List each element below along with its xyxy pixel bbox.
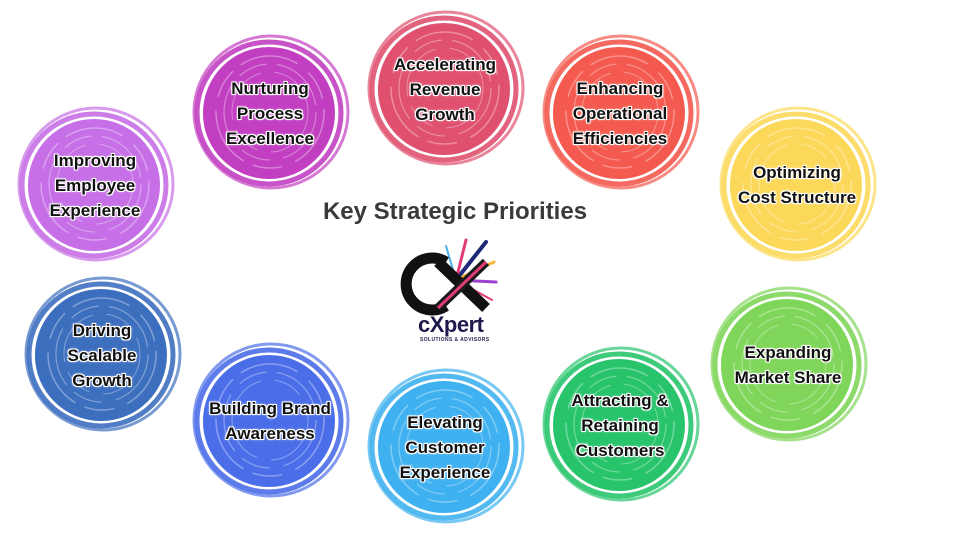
brush-circle <box>24 276 182 432</box>
logo-name: cXpert <box>418 312 484 337</box>
priority-label: Building Brand Awareness <box>209 399 331 443</box>
priority-label: Driving Scalable Growth <box>67 320 137 390</box>
brush-circle <box>542 34 700 190</box>
priority-label: Optimizing Cost Structure <box>737 163 857 207</box>
brush-circle <box>192 342 350 498</box>
priority-enhancing-operational-efficiencies: Enhancing Operational Efficiencies <box>542 34 700 190</box>
brush-circle <box>367 10 525 166</box>
page-title: Key Strategic Priorities <box>322 198 588 225</box>
priority-optimizing-cost-structure: Optimizing Cost Structure <box>719 106 877 262</box>
priority-driving-scalable-growth: Driving Scalable Growth <box>24 276 182 432</box>
cxpert-logo <box>400 238 498 316</box>
priority-label: Improving Employee Experience <box>49 150 141 220</box>
priority-label: Accelerating Revenue Growth <box>393 54 497 124</box>
priority-elevating-customer-experience: Elevating Customer Experience <box>367 368 525 524</box>
priority-label: Elevating Customer Experience <box>399 412 491 482</box>
priority-attracting-retaining-customers: Attracting & Retaining Customers <box>542 346 700 502</box>
priority-accelerating-revenue-growth: Accelerating Revenue Growth <box>367 10 525 166</box>
priority-label: Expanding Market Share <box>734 343 842 387</box>
brush-circle <box>192 34 350 190</box>
brush-circle <box>542 346 700 502</box>
brush-circle <box>719 106 877 262</box>
priority-nurturing-process-excellence: Nurturing Process Excellence <box>192 34 350 190</box>
brush-circle <box>710 286 868 442</box>
logo-tagline: SOLUTIONS & ADVISORS <box>420 337 490 343</box>
brush-circle <box>367 368 525 524</box>
brush-circle <box>17 106 175 262</box>
priority-expanding-market-share: Expanding Market Share <box>710 286 868 442</box>
priority-label: Enhancing Operational Efficiencies <box>572 78 668 148</box>
priority-label: Nurturing Process Excellence <box>226 78 314 148</box>
priority-improving-employee-experience: Improving Employee Experience <box>17 106 175 262</box>
priority-label: Attracting & Retaining Customers <box>571 390 669 460</box>
priority-building-brand-awareness: Building Brand Awareness <box>192 342 350 498</box>
